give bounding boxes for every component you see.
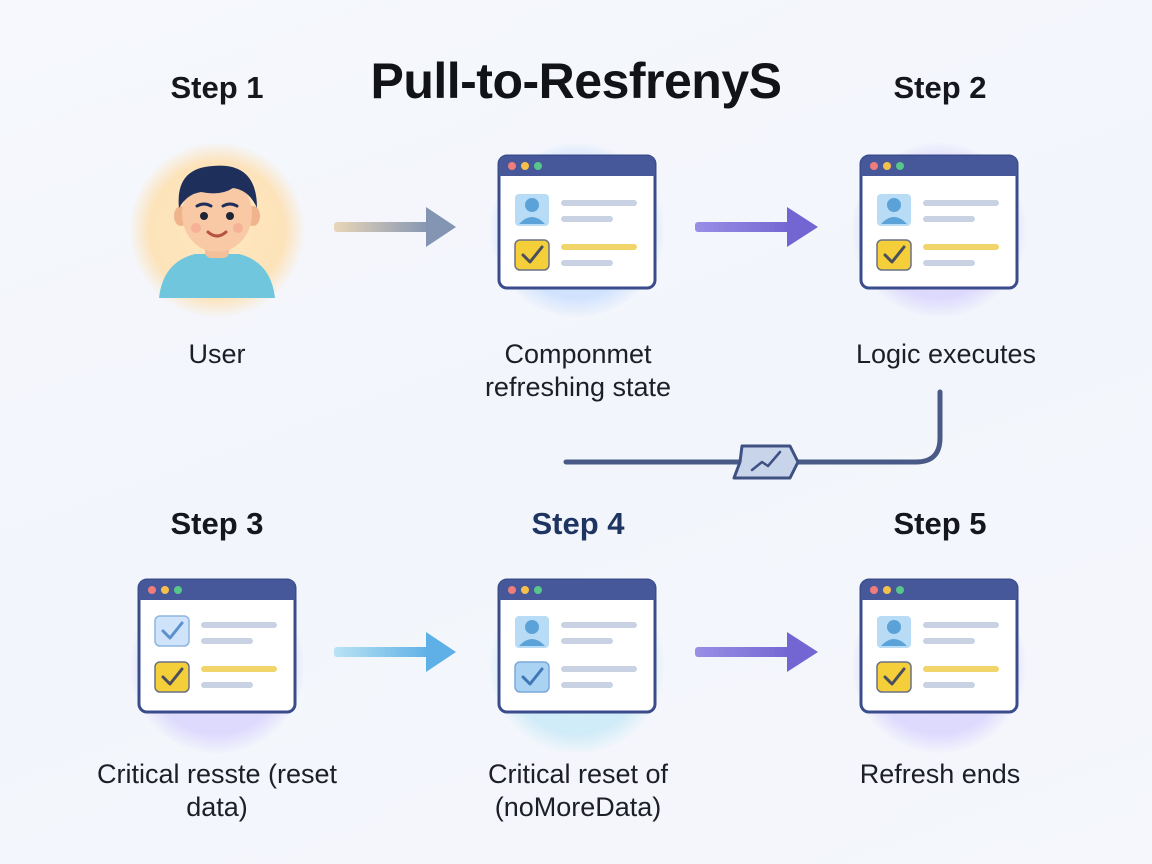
checkbox-icon: [514, 661, 550, 693]
profile-icon: [515, 194, 549, 226]
nomoredata-caption: Critical reset of (noMoreData): [487, 759, 669, 822]
reset-data-node: [117, 566, 317, 766]
profile-icon: [877, 616, 911, 648]
browser-window-icon: [859, 154, 1019, 290]
step-3-label: Step 3: [170, 506, 264, 541]
checkbox-icon: [514, 239, 550, 271]
step-1-label: Step 1: [170, 70, 264, 105]
browser-window-icon: [497, 578, 657, 714]
user-avatar-icon: [159, 165, 275, 298]
refresh-ends-node: [839, 566, 1039, 766]
browser-window-icon: [137, 578, 297, 714]
refresh-ends-caption: Refresh ends: [859, 759, 1021, 789]
component-caption: Componmet refreshing state: [484, 339, 672, 402]
browser-window-icon: [497, 154, 657, 290]
arrow-user-to-component: [334, 207, 456, 247]
checkbox-icon: [154, 661, 190, 693]
step-4-label: Step 4: [531, 506, 625, 541]
component-node: [477, 130, 677, 330]
reset-data-caption: Critical resste (reset data): [96, 759, 338, 822]
step-5-label: Step 5: [893, 506, 987, 541]
nomoredata-node: [477, 566, 677, 766]
checkbox-icon: [154, 615, 190, 647]
profile-icon: [515, 616, 549, 648]
checkbox-icon: [876, 239, 912, 271]
logic-caption: Logic executes: [855, 339, 1037, 369]
user-node: [117, 130, 317, 330]
step-2-label: Step 2: [893, 70, 987, 105]
arrow-component-to-logic: [695, 207, 818, 247]
logic-node: [839, 130, 1039, 330]
connector-chip-icon: [732, 444, 800, 480]
diagram-title: Pull-to-ResfrenyS: [370, 53, 782, 109]
checkbox-icon: [876, 661, 912, 693]
user-caption: User: [188, 339, 246, 369]
browser-window-icon: [859, 578, 1019, 714]
arrow-step3-to-step4: [334, 632, 456, 672]
logic-return-connector: [563, 389, 943, 480]
arrow-step4-to-step5: [695, 632, 818, 672]
profile-icon: [877, 194, 911, 226]
